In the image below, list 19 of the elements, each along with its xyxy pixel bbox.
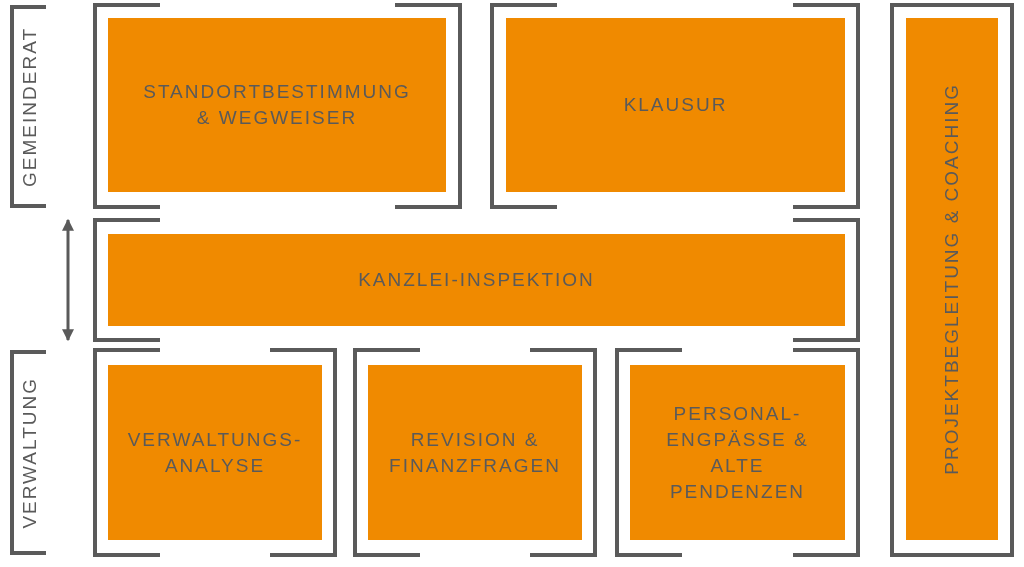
process-box — [108, 365, 322, 540]
group-bracket — [10, 5, 46, 208]
process-box — [108, 234, 845, 326]
process-box — [368, 365, 582, 540]
box-label: REVISION & FINANZFRAGEN — [388, 427, 562, 478]
box-label: VERWALTUNGS-ANALYSE — [126, 427, 304, 478]
box-label: KLAUSUR — [623, 93, 728, 117]
box-label: PROJEKTBEGLEITUNG & COACHING — [940, 83, 963, 475]
box-label: STANDORTBESTIMMUNG & WEGWEISER — [143, 80, 411, 130]
group-label: VERWALTUNG — [18, 376, 41, 529]
process-box — [108, 18, 446, 192]
box-label: KANZLEI-INSPEKTION — [358, 268, 595, 292]
box-label: PERSONAL-ENGPÄSSE & ALTE PENDENZEN — [665, 401, 810, 504]
group-bracket — [10, 350, 46, 555]
double-arrow — [62, 218, 74, 342]
process-box — [630, 365, 845, 540]
process-box — [506, 18, 845, 192]
process-box — [906, 18, 998, 540]
group-label: GEMEINDERAT — [18, 26, 41, 187]
